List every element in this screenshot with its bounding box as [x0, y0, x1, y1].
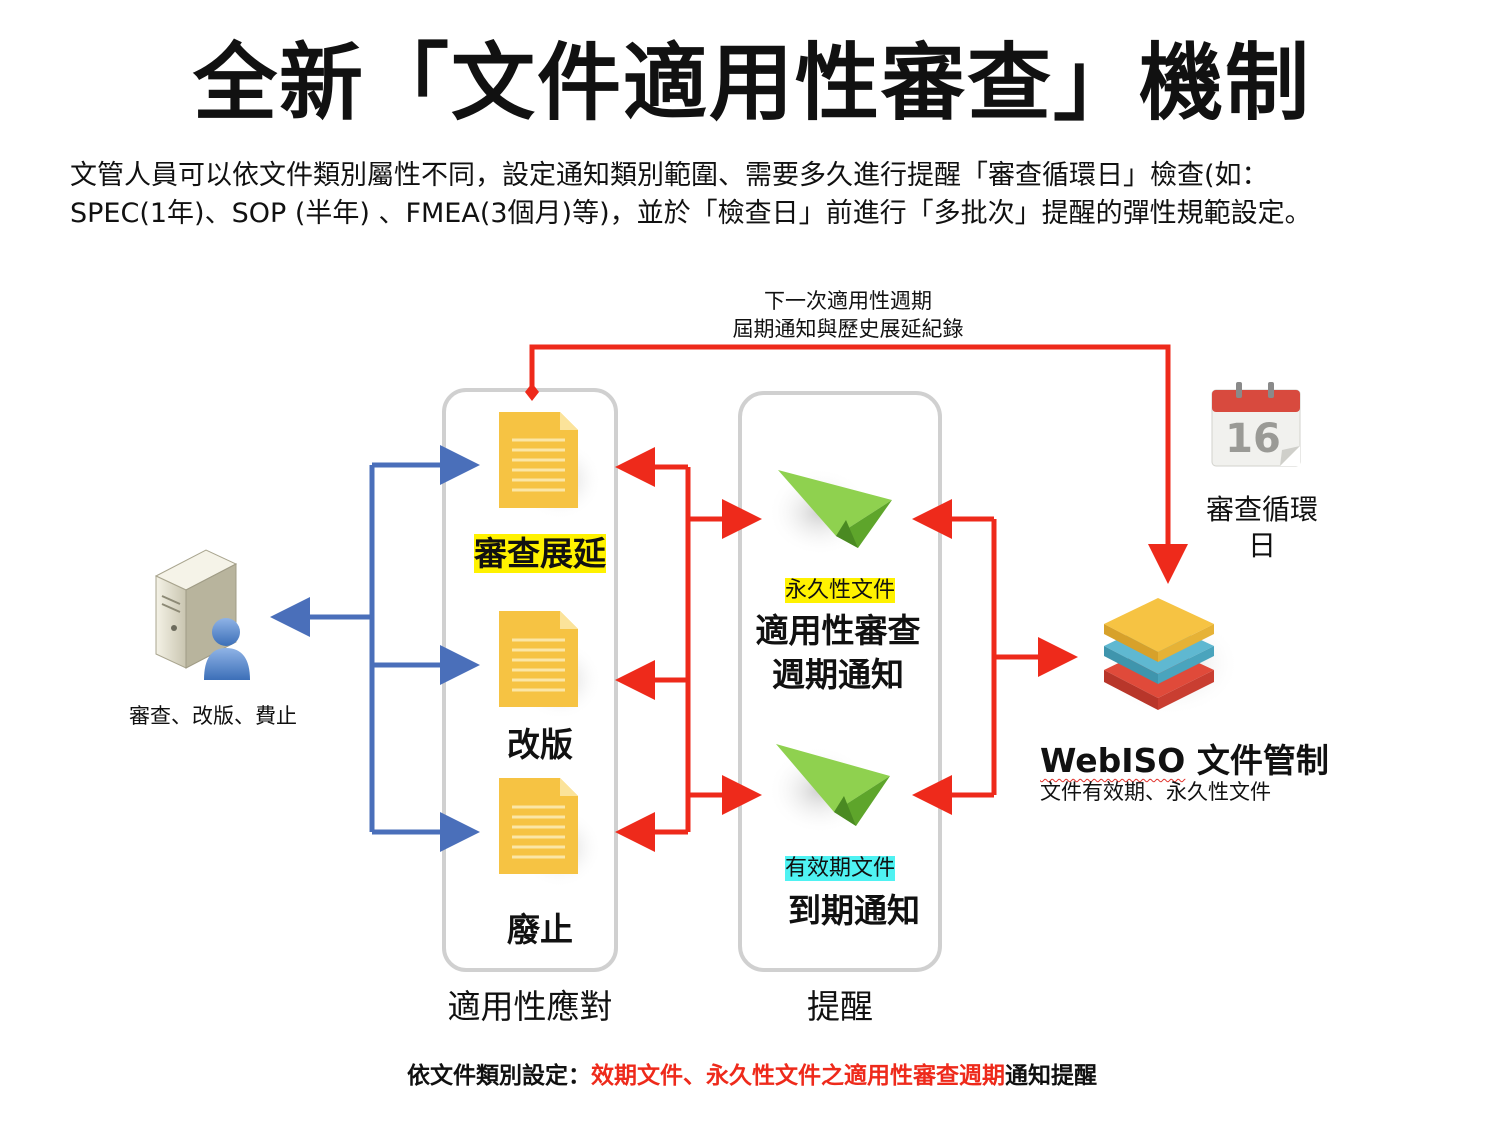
response-group-label: 適用性應對	[447, 987, 613, 1026]
page-title: 全新「文件適用性審查」機制	[192, 34, 1311, 132]
doc-label-abolish: 廢止	[507, 910, 573, 949]
paper-plane-icon-expiry	[768, 744, 890, 834]
doc-label-extend: 審查展延	[474, 534, 606, 574]
webiso-brand: WebISO	[1040, 741, 1186, 780]
document-icon-revise	[499, 611, 602, 720]
loop-label-2: 屆期通知與歷史展延紀錄	[732, 317, 964, 341]
footer-prefix: 依文件類別設定：	[407, 1063, 591, 1089]
loop-arrow-tail	[525, 383, 539, 401]
expiry-title: 到期通知	[788, 891, 920, 930]
doc-label-revise: 改版	[507, 725, 573, 764]
reminder-group-box	[738, 391, 942, 972]
footer-suffix: 通知提醒	[1005, 1063, 1097, 1089]
webiso-subtitle: 文件有效期、永久性文件	[1040, 780, 1271, 804]
calendar-label-2: 日	[1247, 529, 1276, 562]
document-icon-abolish	[499, 778, 602, 888]
calendar-day: 16	[1225, 416, 1281, 462]
reminder-group-label: 提醒	[807, 987, 873, 1026]
loop-arrow	[529, 344, 1188, 584]
document-icon-extend	[499, 412, 602, 520]
permanent-title-2: 週期通知	[772, 655, 904, 694]
expiry-tag: 有效期文件	[740, 850, 940, 882]
expiry-tag-text: 有效期文件	[784, 856, 895, 881]
paper-plane-icon-permanent	[768, 468, 892, 556]
layers-icon	[1100, 598, 1240, 716]
calendar-icon: 16	[1211, 382, 1301, 467]
calendar-label-1: 審查循環	[1205, 493, 1318, 526]
loop-label-1: 下一次適用性週期	[764, 289, 932, 313]
doc-label-extend-text: 審查展延	[474, 534, 606, 573]
webiso-title: WebISO 文件管制	[1040, 734, 1329, 782]
permanent-tag: 永久性文件	[740, 572, 940, 604]
description-line-2: SPEC(1年)、SOP (半年) 、FMEA(3個月)等)，並於「檢查日」前進…	[70, 198, 1312, 229]
description-line-1: 文管人員可以依文件類別屬性不同，設定通知類別範圍、需要多久進行提醒「審查循環日」…	[70, 160, 1269, 191]
permanent-title-1: 適用性審查	[755, 611, 921, 650]
footer-note: 依文件類別設定：效期文件、永久性文件之適用性審查週期通知提醒	[0, 1056, 1504, 1090]
footer-highlight: 效期文件、永久性文件之適用性審查週期	[591, 1063, 1005, 1089]
permanent-tag-text: 永久性文件	[784, 578, 895, 603]
webiso-title-suffix: 文件管制	[1185, 741, 1329, 780]
server-user-icon	[154, 549, 250, 680]
server-label: 審查、改版、費止	[129, 704, 297, 728]
